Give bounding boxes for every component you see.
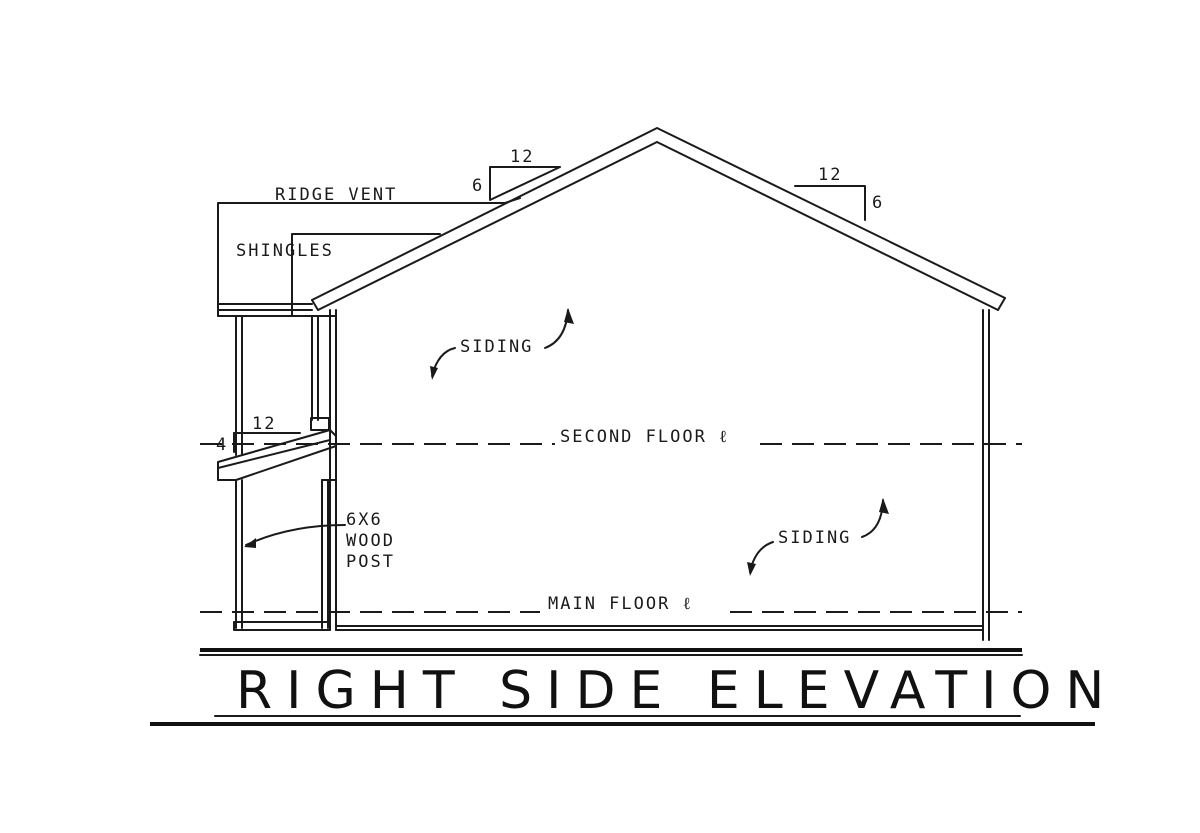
right-roof-pitch-symbol: [794, 185, 866, 221]
upper-porch-columns: [235, 315, 330, 456]
right-pitch-rise: 6: [872, 193, 884, 213]
ridge-vent-label: RIDGE VENT: [275, 185, 397, 205]
left-pitch-rise: 6: [472, 176, 484, 196]
ridge-vent-leader: [504, 197, 521, 204]
drawing-title: RIGHT SIDE ELEVATION: [236, 661, 1118, 721]
lower-porch-posts: [233, 479, 337, 631]
post-label-line2: WOOD: [346, 531, 395, 551]
siding-lower-label: SIDING: [778, 528, 851, 548]
post-label-line1: 6X6: [346, 510, 383, 530]
right-pitch-run: 12: [818, 165, 842, 185]
porch-upper-roof: [217, 202, 506, 317]
porch-pitch-rise: 4: [216, 435, 228, 455]
left-pitch-run: 12: [510, 147, 534, 167]
left-roof-pitch-symbol: [489, 166, 561, 201]
house-walls: [329, 309, 990, 641]
post-leader: [244, 524, 346, 548]
shingles-label: SHINGLES: [236, 241, 334, 261]
main-roof: [311, 127, 1006, 311]
porch-pitch-run: 12: [252, 414, 276, 434]
second-floor-label: SECOND FLOOR ℓ: [560, 427, 729, 447]
siding-upper-label: SIDING: [460, 337, 533, 357]
post-label-line3: POST: [346, 552, 395, 572]
porch-roof-pitch-symbol: [233, 432, 301, 453]
siding-upper-leader: [430, 308, 574, 380]
siding-lower-leader: [747, 498, 889, 576]
main-floor-label: MAIN FLOOR ℓ: [548, 594, 693, 614]
